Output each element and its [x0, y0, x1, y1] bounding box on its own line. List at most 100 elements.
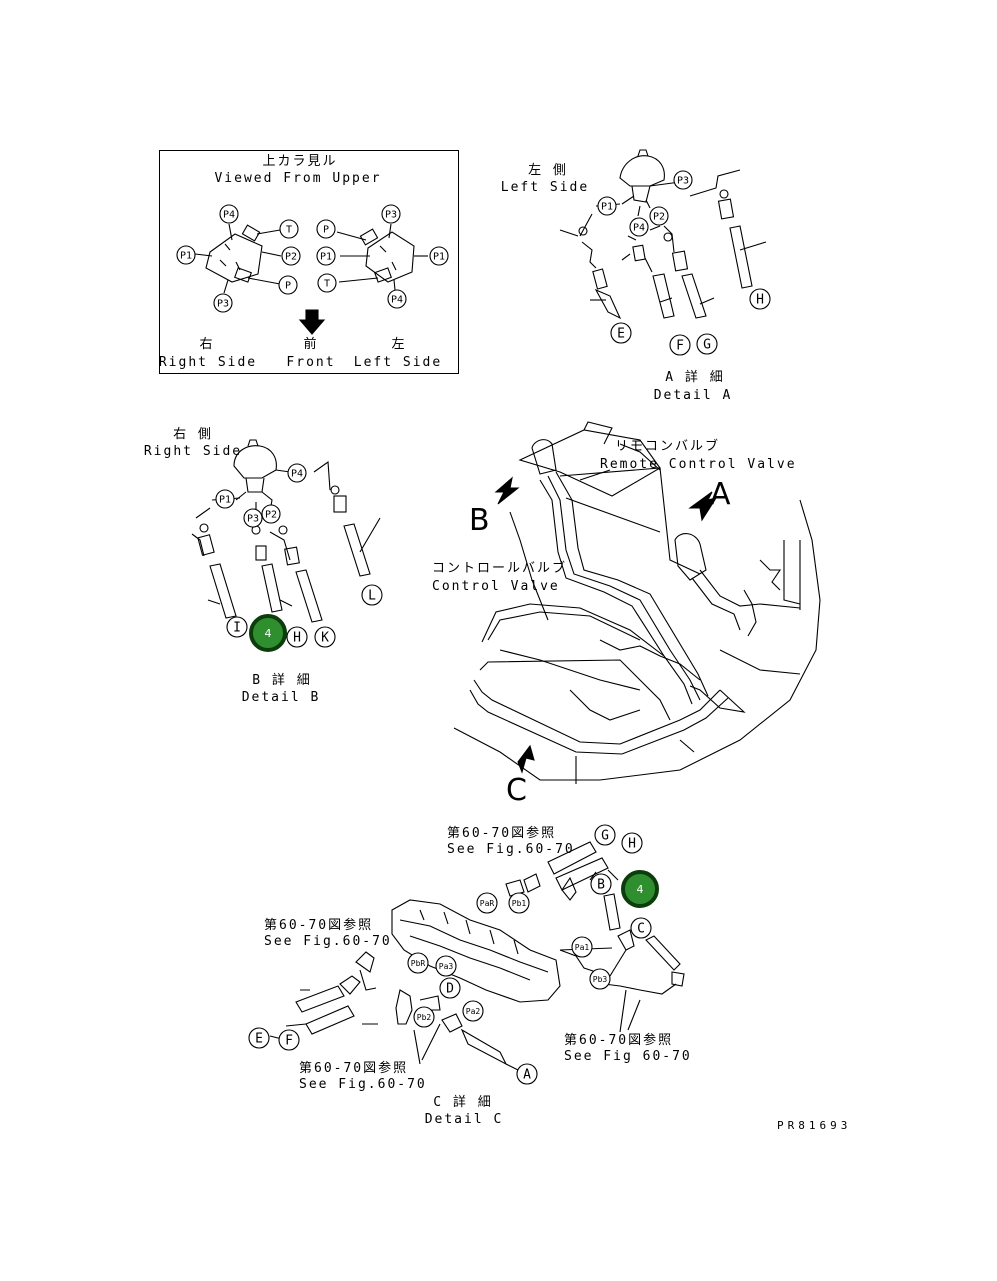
detail-c-letter-g: G	[594, 824, 616, 846]
upper-right-port-t-1: T	[279, 219, 299, 239]
see-fig-ref-right: 第60-70図参照 See Fig 60-70	[564, 1033, 692, 1065]
upper-view-right-valve	[194, 223, 282, 294]
detail-a-port-p3-label: P3	[677, 176, 689, 187]
viewed-right-en: Right Side	[158, 355, 258, 370]
see-fig-ref-bottom: 第60-70図参照 See Fig.60-70	[299, 1061, 427, 1093]
detail-c-port-pb3-7-label: Pb3	[593, 975, 608, 984]
front-arrow-icon	[298, 309, 326, 335]
upper-view-left-valve	[336, 223, 428, 291]
detail-b-port-p1: P1	[215, 489, 235, 509]
detail-c-letter-e: E	[248, 1027, 270, 1049]
detail-c-port-pb2-4-label: Pb2	[417, 1013, 432, 1022]
item-number-badge-b[interactable]: 4	[249, 614, 287, 652]
detail-b-port-p2-label: P2	[265, 510, 277, 521]
detail-c-port-par-0-label: PaR	[480, 899, 495, 908]
see-fig-ref-left: 第60-70図参照 See Fig.60-70	[264, 918, 392, 950]
detail-a-port-p2-label: P2	[653, 212, 665, 223]
upper-right-port-p4-0: P4	[219, 204, 239, 224]
detail-c-title-en: Detail C	[424, 1112, 504, 1127]
detail-a-side-en: Left Side	[500, 180, 590, 195]
detail-c-letter-g-label: G	[601, 829, 609, 844]
detail-a-title-jp: A 詳 細	[665, 370, 725, 385]
detail-c-port-pa1-3: Pa1	[571, 936, 593, 958]
upper-right-port-p1-3: P1	[176, 245, 196, 265]
main-machine-view	[453, 421, 821, 784]
upper-left-port-p3-0: P3	[381, 204, 401, 224]
detail-c-port-pa2-5: Pa2	[462, 1000, 484, 1022]
detail-b-letter-i-label: I	[233, 621, 241, 636]
upper-right-port-p2-2: P2	[281, 246, 301, 266]
detail-c-letter-c: C	[630, 917, 652, 939]
upper-right-port-p2-2-label: P2	[285, 252, 297, 263]
arrow-label-b: B	[469, 503, 490, 538]
detail-c-letter-d-label: D	[446, 982, 454, 997]
detail-a-port-p1: P1	[597, 196, 617, 216]
detail-c-title-jp: C 詳 細	[433, 1095, 493, 1110]
remote-control-valve-en: Remote Control Valve	[600, 457, 797, 472]
detail-c-letter-f-label: F	[285, 1034, 293, 1049]
detail-a-letter-e-label: E	[617, 327, 625, 342]
drawing-number: PR81693	[777, 1119, 852, 1132]
upper-right-port-p-4: P	[278, 275, 298, 295]
detail-c-letter-a: A	[516, 1063, 538, 1085]
detail-c-port-pbr-2-label: PbR	[411, 959, 426, 968]
detail-b-side-en: Right Side	[143, 444, 243, 459]
detail-a-side-jp: 左 側	[528, 163, 568, 178]
detail-c-letter-b: B	[590, 873, 612, 895]
detail-a-letter-h: H	[749, 288, 771, 310]
detail-b-letter-h-label: H	[293, 631, 301, 646]
upper-left-port-t-4: T	[317, 273, 337, 293]
detail-a-letter-f: F	[669, 334, 691, 356]
upper-left-port-p-1-label: P	[323, 225, 329, 236]
detail-b-letter-k-label: K	[321, 631, 329, 646]
see-fig-ref-left-en: See Fig.60-70	[264, 934, 392, 949]
detail-c-port-par-0: PaR	[476, 892, 498, 914]
viewed-title-jp: 上カラ見ル	[262, 154, 338, 169]
viewed-left-jp: 左	[391, 337, 407, 352]
see-fig-ref-top: 第60-70図参照 See Fig.60-70	[447, 826, 575, 858]
detail-b-letter-l-label: L	[368, 589, 376, 604]
detail-c-port-pa3-6-label: Pa3	[439, 962, 454, 971]
arrow-label-a: A	[710, 477, 731, 512]
detail-c-parts	[269, 841, 685, 1071]
control-valve-en: Control Valve	[432, 579, 560, 594]
see-fig-ref-top-en: See Fig.60-70	[447, 842, 575, 857]
detail-c-letter-h: H	[621, 832, 643, 854]
see-fig-ref-top-jp: 第60-70図参照	[447, 826, 557, 841]
detail-c-port-pb2-4: Pb2	[413, 1006, 435, 1028]
detail-c-letter-e-label: E	[255, 1032, 263, 1047]
detail-a-title-en: Detail A	[653, 388, 733, 403]
detail-c-port-pbr-2: PbR	[407, 952, 429, 974]
upper-right-port-p3-5: P3	[213, 293, 233, 313]
detail-b-title-en: Detail B	[241, 690, 321, 705]
detail-a-letter-h-label: H	[756, 293, 764, 308]
detail-b-letter-h: H	[286, 626, 308, 648]
detail-c-port-pa1-3-label: Pa1	[575, 943, 590, 952]
see-fig-ref-bottom-jp: 第60-70図参照	[299, 1061, 409, 1076]
upper-right-port-p4-0-label: P4	[223, 210, 235, 221]
upper-left-port-p1-3: P1	[429, 246, 449, 266]
detail-a-letter-f-label: F	[676, 339, 684, 354]
detail-c-port-pa2-5-label: Pa2	[466, 1007, 481, 1016]
detail-c-port-pb3-7: Pb3	[589, 968, 611, 990]
detail-a-port-p4-label: P4	[633, 223, 645, 234]
see-fig-ref-right-jp: 第60-70図参照	[564, 1033, 674, 1048]
detail-c-letter-b-label: B	[597, 878, 605, 893]
upper-left-port-p1-2: P1	[316, 246, 336, 266]
detail-b-side-jp: 右 側	[173, 427, 213, 442]
detail-b-port-p3-label: P3	[247, 514, 259, 525]
remote-control-valve-jp: リモコンバルブ	[615, 439, 721, 454]
detail-a-port-p1-label: P1	[601, 202, 613, 213]
detail-b-title-jp: B 詳 細	[252, 673, 312, 688]
detail-a-letter-g: G	[696, 333, 718, 355]
detail-b-port-p1-label: P1	[219, 495, 231, 506]
upper-right-port-p-4-label: P	[285, 281, 291, 292]
detail-b-letter-l: L	[361, 584, 383, 606]
detail-a-port-p4: P4	[629, 217, 649, 237]
arrow-label-c: C	[506, 773, 527, 808]
upper-left-port-p1-2-label: P1	[320, 252, 332, 263]
item-number-badge-c[interactable]: 4	[621, 870, 659, 908]
detail-a-letter-g-label: G	[703, 338, 711, 353]
viewed-front-en: Front	[286, 355, 336, 370]
